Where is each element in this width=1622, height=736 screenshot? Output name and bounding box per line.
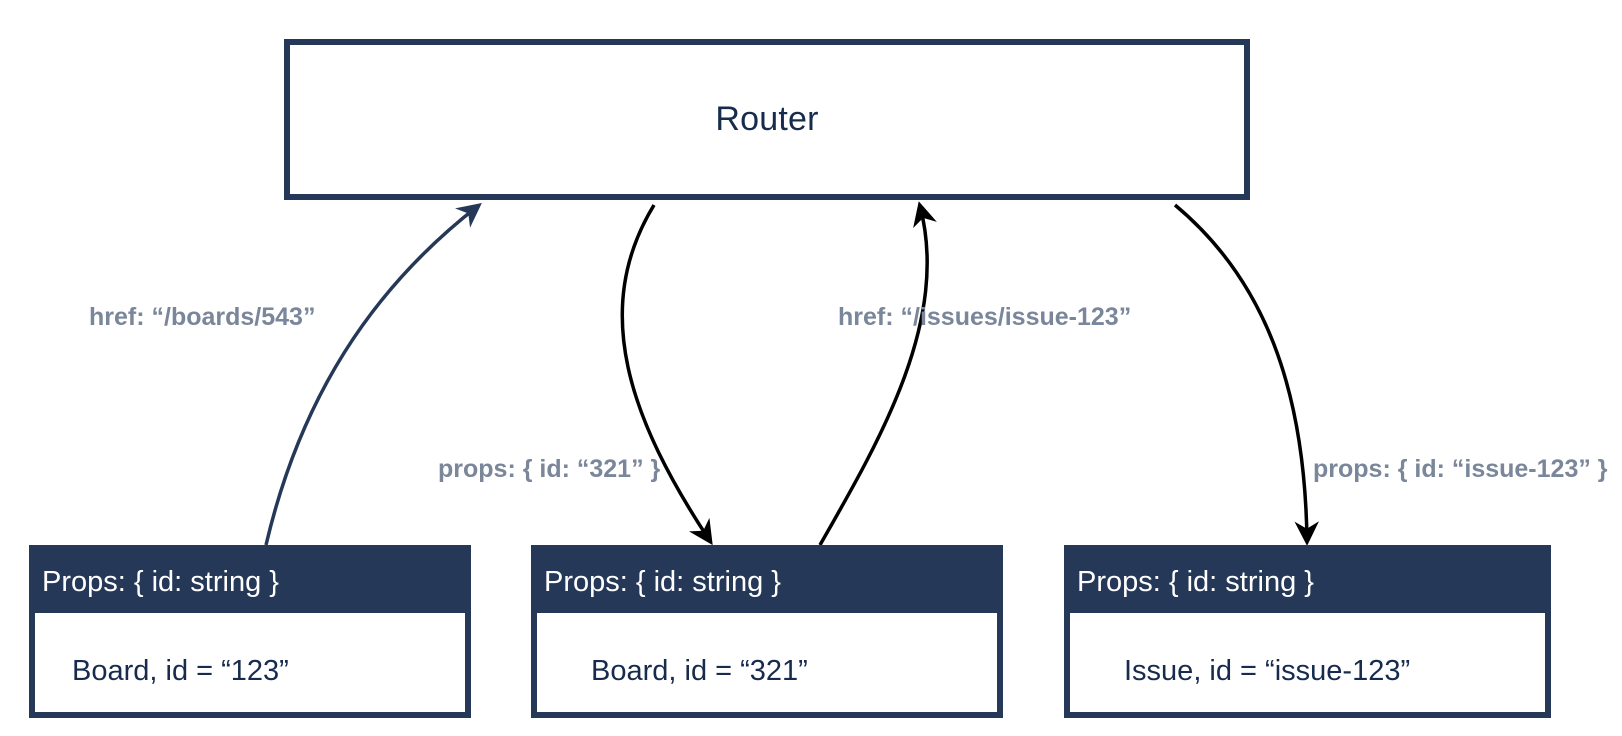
props-header: Props: { id: string } xyxy=(35,551,465,613)
instance-label: Board, id = “321” xyxy=(591,655,808,687)
issue-123-node: Props: { id: string } Issue, id = “issue… xyxy=(1064,545,1551,718)
router-label: Router xyxy=(715,100,819,138)
edge-props-issue-123 xyxy=(1173,203,1319,546)
edge-label-props-issue: props: { id: “issue-123” } xyxy=(1313,455,1608,483)
props-header: Props: { id: string } xyxy=(1070,551,1545,613)
edge-label-href-issues: href: “/issues/issue-123” xyxy=(838,303,1132,331)
edge-href-issues-issue-123 xyxy=(818,201,937,546)
edge-href-boards-543 xyxy=(264,202,482,546)
edge-label-href-boards: href: “/boards/543” xyxy=(89,303,316,331)
edge-props-321 xyxy=(620,204,713,546)
board-123-node: Props: { id: string } Board, id = “123” xyxy=(29,545,471,718)
instance-label: Issue, id = “issue-123” xyxy=(1124,655,1411,687)
board-321-node: Props: { id: string } Board, id = “321” xyxy=(531,545,1003,718)
props-header: Props: { id: string } xyxy=(537,551,997,613)
instance-label: Board, id = “123” xyxy=(72,655,289,687)
router-node: Router xyxy=(284,39,1250,200)
edge-label-props-321: props: { id: “321” } xyxy=(438,455,661,483)
